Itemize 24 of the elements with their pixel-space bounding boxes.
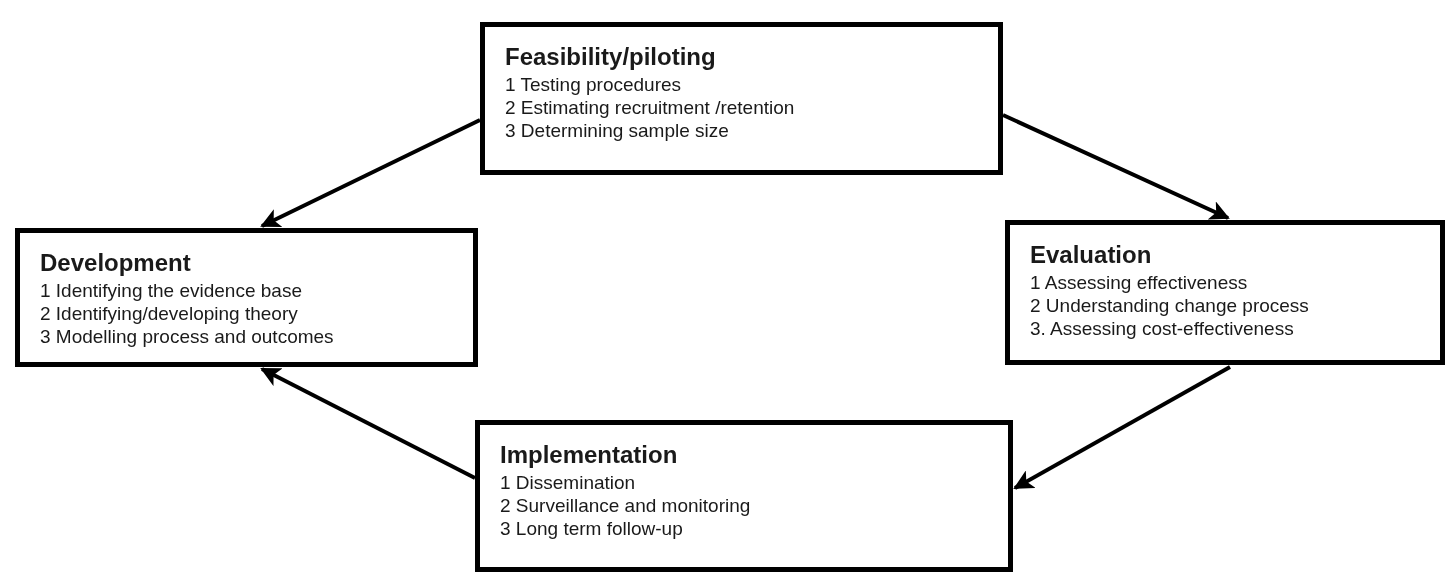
stage-heading: Implementation	[500, 441, 678, 469]
list-item: 3. Assessing cost-effectiveness	[1030, 317, 1294, 340]
stage-heading: Evaluation	[1030, 241, 1152, 269]
arrow	[260, 367, 476, 480]
list-item: 2 Identifying/developing theory	[40, 302, 298, 325]
list-item: 3 Long term follow-up	[500, 517, 683, 540]
stage-box	[480, 22, 1003, 175]
list-item: 2 Understanding change process	[1030, 294, 1309, 317]
list-item: 2 Surveillance and monitoring	[500, 494, 751, 517]
list-item: 2 Estimating recruitment /retention	[505, 96, 795, 119]
stage-heading: Feasibility/piloting	[505, 43, 716, 71]
list-item: 3 Modelling process and outcomes	[40, 325, 334, 348]
arrow	[1013, 365, 1231, 490]
arrow	[1002, 113, 1230, 220]
arrow	[260, 118, 481, 228]
list-item: 1 Testing procedures	[505, 73, 682, 96]
stage-heading: Development	[40, 249, 191, 277]
list-item: 1 Assessing effectiveness	[1030, 271, 1248, 294]
stage-box	[1005, 220, 1445, 365]
stage-box	[15, 228, 478, 367]
list-item: 3 Determining sample size	[505, 119, 729, 142]
stage-box	[475, 420, 1013, 572]
list-item: 1 Identifying the evidence base	[40, 279, 302, 302]
list-item: 1 Dissemination	[500, 471, 636, 494]
